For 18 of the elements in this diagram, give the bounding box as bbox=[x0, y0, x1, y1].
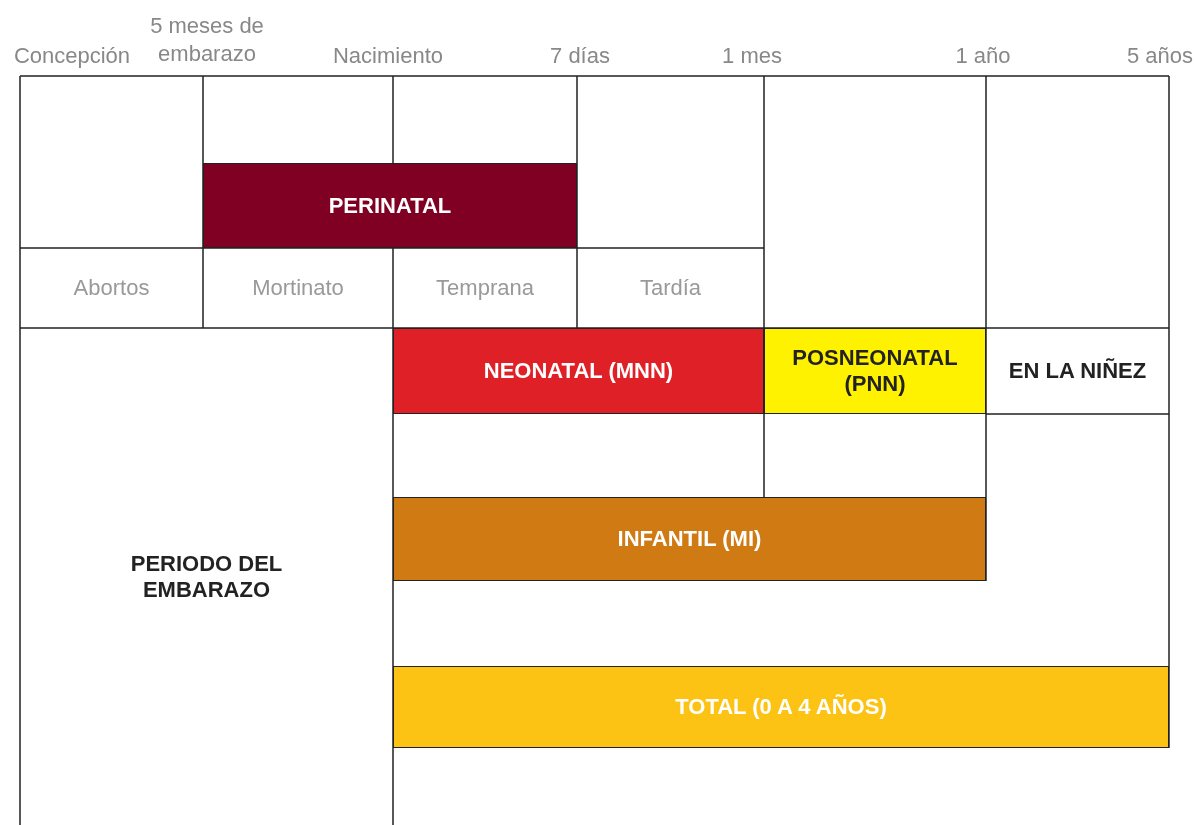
timeline-label: 1 mes bbox=[721, 42, 783, 70]
timeline-label: Concepción bbox=[12, 42, 132, 70]
timeline-label: 5 años bbox=[1125, 42, 1194, 70]
category-label: Abortos bbox=[73, 275, 150, 301]
period-label: POSNEONATAL (PNN) bbox=[791, 345, 959, 397]
period-label: INFANTIL (MI) bbox=[617, 526, 762, 552]
category-label: Temprana bbox=[436, 275, 534, 301]
timeline-label: 5 meses de embarazo bbox=[149, 12, 265, 68]
period-label: NEONATAL (MNN) bbox=[483, 358, 674, 384]
period-label: TOTAL (0 A 4 AÑOS) bbox=[675, 694, 887, 720]
period-label: PERINATAL bbox=[328, 192, 452, 219]
timeline-label: 7 días bbox=[549, 42, 611, 70]
timeline-label: 1 año bbox=[954, 42, 1012, 70]
period-label: EN LA NIÑEZ bbox=[1008, 358, 1147, 384]
period-label: PERIODO DEL EMBARAZO bbox=[129, 550, 284, 603]
category-label: Mortinato bbox=[252, 275, 344, 301]
category-label: Tardía bbox=[639, 275, 702, 301]
timeline-label: Nacimiento bbox=[331, 42, 444, 70]
